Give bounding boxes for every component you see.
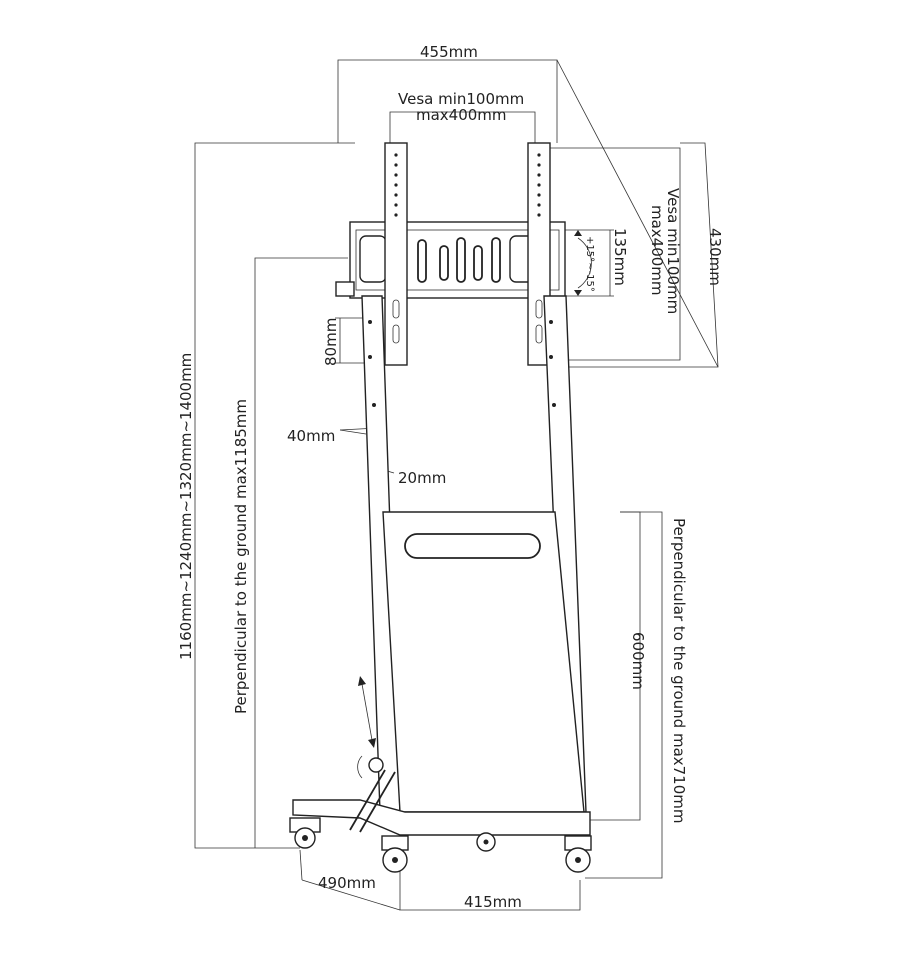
caster-front-left [289, 817, 321, 849]
label-vesa-horizontal-2: max400mm [416, 106, 507, 124]
label-pole-depth: 20mm [398, 469, 446, 487]
stand-base [292, 676, 591, 836]
label-width-total: 455mm [420, 43, 478, 61]
storage-shelf-panel [382, 511, 585, 813]
label-base-depth: 490mm [318, 874, 376, 892]
label-height-range: 1160mm~1240mm~1320mm~1400mm [177, 353, 195, 660]
caster-front-right [564, 835, 592, 873]
label-shelf-height: 600mm [629, 632, 647, 690]
label-height-bracket: 430mm [706, 228, 724, 286]
label-pole-width: 40mm [287, 427, 335, 445]
label-hole-spacing: 80mm [322, 318, 340, 366]
label-perpendicular-max-right: Perpendicular to the ground max710mm [670, 518, 688, 824]
caster-wheels [289, 817, 592, 873]
label-bracket-depth: 135mm [611, 228, 629, 286]
caster-back-mid [476, 832, 496, 852]
dimension-lines [194, 59, 719, 911]
caster-front-mid [381, 835, 409, 873]
label-perpendicular-max-left: Perpendicular to the ground max1185mm [232, 399, 250, 714]
label-tilt-angle: +15°~-15° [584, 236, 595, 292]
label-vesa-horizontal-1: Vesa min100mm [398, 90, 524, 108]
label-base-width: 415mm [464, 893, 522, 911]
label-vesa-vertical-1: Vesa min100mm [664, 188, 682, 314]
rail-holes [392, 153, 543, 344]
label-vesa-vertical-2: max400mm [648, 205, 666, 296]
